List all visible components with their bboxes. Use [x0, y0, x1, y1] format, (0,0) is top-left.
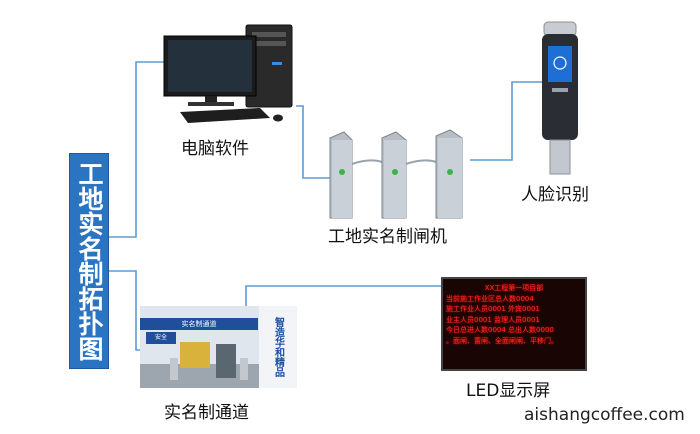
- led-screen: XX工程第一项目部 当前施工作业区总人数0004 施工作业人员0001 外宾00…: [441, 277, 587, 371]
- led-line: 业主人员0001 监理人员0001: [446, 315, 540, 324]
- led-label: LED显示屏: [466, 381, 551, 401]
- channel-photo: 实名制通道 安全 智造华和精品: [140, 306, 297, 388]
- turnstile-label: 工地实名制闸机: [328, 227, 447, 247]
- diagram-title: 工地实名制拓扑图: [69, 153, 109, 369]
- led-line: 今日总进人数0004 总出人数0000: [446, 326, 554, 334]
- watermark: aishangcoffee.com: [524, 405, 685, 425]
- led-line: 。面闸、置闸、全面闸闸、平移门。: [446, 336, 558, 345]
- led-line: 当前施工作业区总人数0004: [446, 294, 534, 303]
- computer-icon: [163, 24, 293, 123]
- led-line: XX工程第一项目部: [484, 284, 544, 292]
- channel-photo-sign: 实名制通道: [140, 318, 258, 330]
- face-recognition-device-icon: [542, 21, 578, 175]
- channel-photo-side-sign: 智造华和精品: [259, 306, 297, 388]
- led-line: 施工作业人员0001 外宾0001: [446, 305, 540, 313]
- channel-photo-left-sign: 安全: [146, 332, 176, 344]
- face-label: 人脸识别: [521, 185, 589, 205]
- channel-label: 实名制通道: [164, 403, 249, 423]
- turnstile-icon: [329, 129, 463, 219]
- computer-label: 电脑软件: [181, 139, 249, 159]
- channel-gate-structure: [140, 342, 260, 388]
